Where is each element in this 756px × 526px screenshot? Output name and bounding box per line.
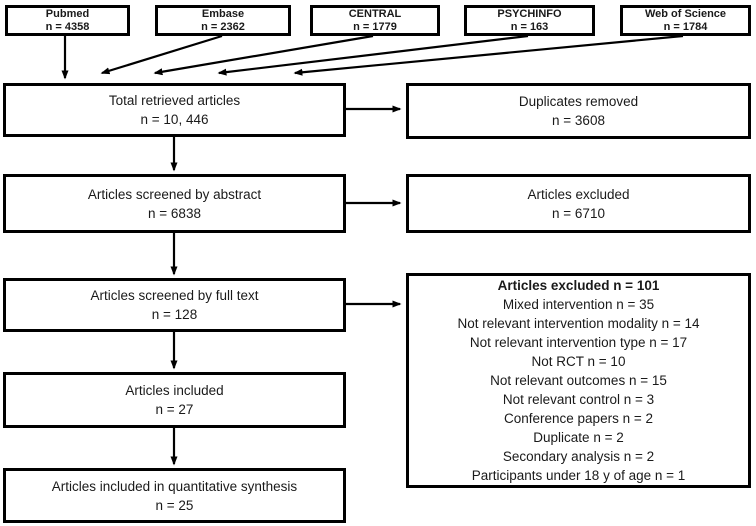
flow-box-quantitative-synthesis: Articles included in quantitative synthe… [3,468,346,523]
exclusion-reason: Conference papers n = 2 [504,411,653,426]
source-label: CENTRAL [348,7,402,20]
exclusion-reason: Not relevant intervention modality n = 1… [457,316,700,331]
flow-box-included: Articles included n = 27 [3,372,346,428]
flow-label: Total retrieved articles [108,93,241,108]
flow-count: n = 6838 [148,205,201,221]
flow-box-total-retrieved: Total retrieved articles n = 10, 446 [3,83,346,137]
flow-label: Articles included in quantitative synthe… [51,478,298,494]
exclusion-count: n = 3608 [552,113,605,128]
source-count: n = 2362 [201,20,245,33]
arrow-central-to-total [153,34,374,76]
source-box-embase: Embase n = 2362 [155,5,291,36]
flow-label: Articles included [125,383,224,398]
source-label: Embase [201,7,245,20]
exclusion-box-duplicates: Duplicates removed n = 3608 [406,83,751,139]
exclusion-reason: Not relevant outcomes n = 15 [490,373,667,388]
exclusion-reason: Not relevant control n = 3 [502,392,655,407]
flow-count: n = 128 [151,307,198,322]
exclusion-reason: Duplicate n = 2 [533,430,624,445]
arrow-embase-to-total [100,34,223,75]
flow-box-screened-fulltext: Articles screened by full text n = 128 [3,278,346,332]
source-box-central: CENTRAL n = 1779 [310,5,440,36]
exclusion-box-fulltext-reasons: Articles excluded n = 101 Mixed interven… [406,273,751,488]
exclusion-count: n = 6710 [552,205,605,221]
exclusion-label: Duplicates removed [518,94,639,109]
source-label: PSYCHINFO [497,7,562,20]
exclusion-reason: Mixed intervention n = 35 [502,297,655,312]
exclusion-reason: Participants under 18 y of age n = 1 [471,468,686,483]
source-box-web-of-science: Web of Science n = 1784 [620,5,751,36]
flow-count: n = 25 [155,497,194,513]
flow-label: Articles screened by full text [90,288,259,303]
exclusion-reason: Not relevant intervention type n = 17 [469,335,688,350]
exclusion-reason: Secondary analysis n = 2 [502,449,655,464]
arrow-psychinfo-to-total [217,34,529,76]
flow-label: Articles screened by abstract [87,186,262,202]
flow-count: n = 10, 446 [140,112,209,127]
exclusion-reason: Not RCT n = 10 [531,354,626,369]
source-count: n = 1779 [353,20,397,33]
flow-box-screened-abstract: Articles screened by abstract n = 6838 [3,174,346,233]
exclusion-box-abstract: Articles excluded n = 6710 [406,174,751,233]
source-count: n = 163 [510,20,549,33]
source-box-pubmed: Pubmed n = 4358 [5,5,130,36]
source-label: Pubmed [45,7,90,20]
source-label: Web of Science [644,7,727,20]
exclusion-label: Articles excluded [527,186,630,202]
arrow-wos-to-total [293,34,684,76]
source-count: n = 1784 [663,20,708,33]
source-count: n = 4358 [45,20,90,33]
flow-count: n = 27 [155,402,194,417]
exclusion-title: Articles excluded n = 101 [497,278,660,293]
source-box-psychinfo: PSYCHINFO n = 163 [464,5,595,36]
